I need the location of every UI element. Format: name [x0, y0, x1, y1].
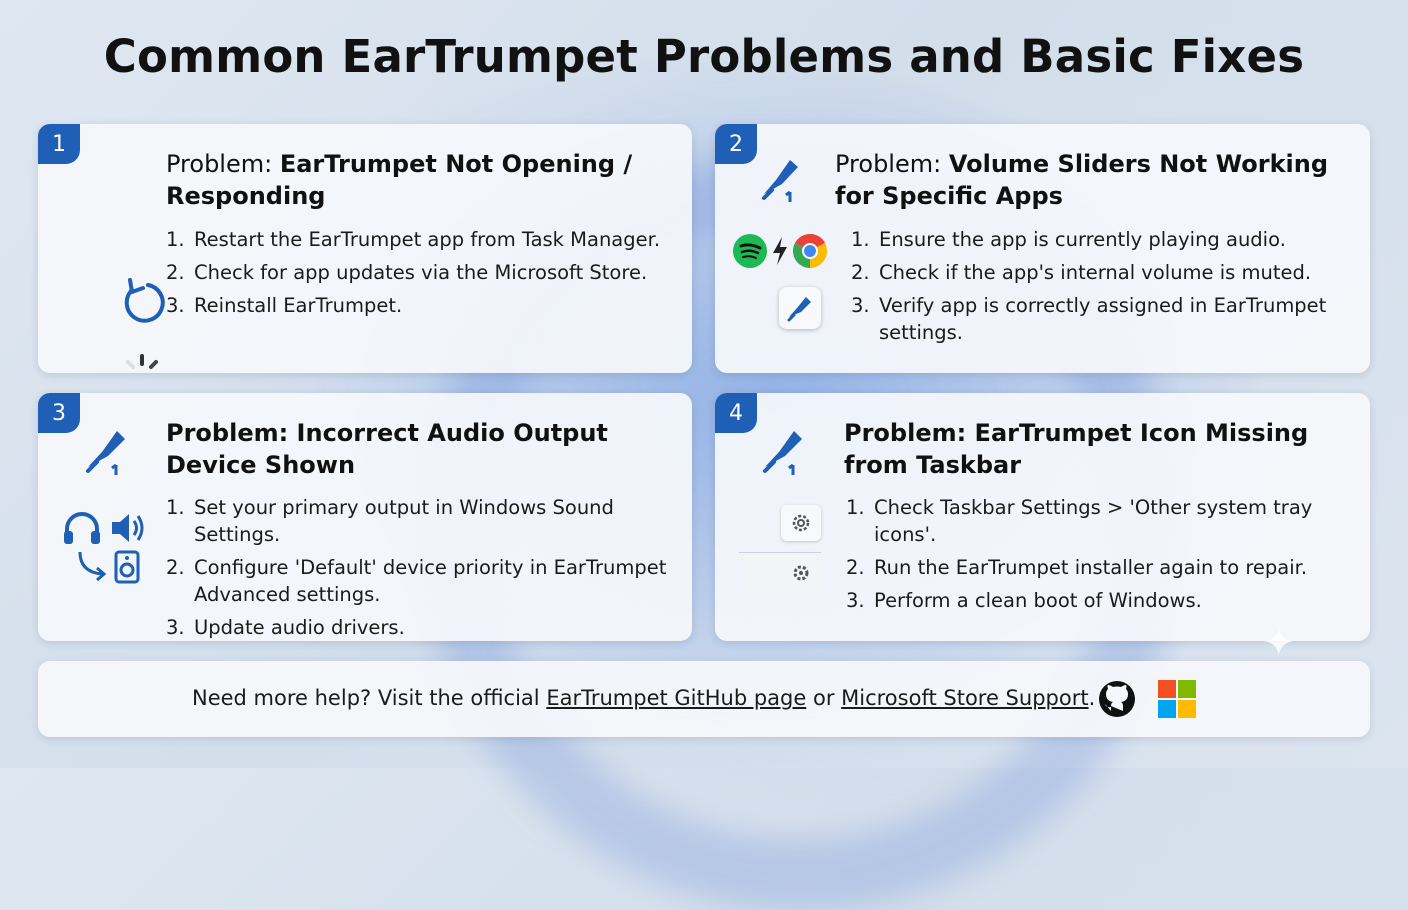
list-item: 2.Check if the app's internal volume is … [851, 261, 1312, 284]
refresh-icon [124, 278, 165, 323]
fix-list: 1.Check Taskbar Settings > 'Other system… [846, 494, 1361, 620]
card-number-badge: 3 [38, 393, 80, 433]
spotify-icon [733, 234, 767, 268]
card-title: Problem: Incorrect Audio Output Device S… [166, 417, 666, 481]
problem-card-4: 4 Problem: EarTrumpet Icon Missing from … [715, 393, 1370, 641]
eartrumpet-tray-icon [779, 287, 821, 329]
list-item: 1.Ensure the app is currently playing au… [851, 228, 1286, 251]
problem-card-3: 3 Problem: Incorrect Audio Output Device… [38, 393, 692, 641]
card-number-badge: 4 [715, 393, 757, 433]
github-page-link[interactable]: EarTrumpet GitHub page [546, 686, 807, 710]
card-number-badge: 1 [38, 124, 80, 164]
card-title: Problem: Volume Sliders Not Working for … [835, 148, 1335, 212]
list-item: 3.Verify app is correctly assigned in Ea… [851, 294, 1327, 344]
speaker-icon [112, 514, 144, 542]
list-item: 1.Check Taskbar Settings > 'Other system… [846, 496, 1313, 546]
chrome-icon [793, 234, 827, 268]
eartrumpet-icon [763, 431, 802, 475]
list-item: 1.Restart the EarTrumpet app from Task M… [166, 228, 661, 251]
problem-title: Problem: Incorrect Audio Output Device S… [166, 419, 608, 479]
loading-spinner-icon [126, 354, 158, 369]
eartrumpet-icon [762, 160, 798, 202]
eartrumpet-icon [787, 297, 811, 322]
list-item: 3.Reinstall EarTrumpet. [166, 294, 403, 317]
list-item: 2.Run the EarTrumpet installer again to … [846, 556, 1308, 579]
card-title: Problem: EarTrumpet Icon Missing from Ta… [844, 417, 1344, 481]
card-title: Problem: EarTrumpet Not Opening / Respon… [166, 148, 646, 212]
problem-title: Problem: EarTrumpet Icon Missing from Ta… [844, 419, 1309, 479]
lightning-icon [773, 237, 787, 265]
list-item: 3.Update audio drivers. [166, 616, 405, 639]
page-title: Common EarTrumpet Problems and Basic Fix… [103, 30, 1305, 83]
fix-list: 1.Set your primary output in Windows Sou… [166, 494, 681, 641]
redirect-arrow-icon [78, 551, 107, 582]
settings-gear-icon [793, 565, 809, 581]
sparkle-decoration: ✦ [1262, 620, 1296, 666]
list-item: 2.Check for app updates via the Microsof… [166, 261, 648, 284]
help-footer: Need more help? Visit the official EarTr… [38, 661, 1370, 737]
github-icon[interactable] [1098, 680, 1136, 718]
microsoft-store-support-link[interactable]: Microsoft Store Support [841, 686, 1089, 710]
problem-card-2: 2 Problem: Volume Sliders Not Working fo… [715, 124, 1370, 373]
list-item: 3.Perform a clean boot of Windows. [846, 589, 1202, 612]
speaker-box-icon [114, 550, 140, 584]
microsoft-logo-icon[interactable] [1158, 680, 1196, 718]
list-item: 2.Configure 'Default' device priority in… [166, 556, 667, 606]
eartrumpet-icon [86, 431, 125, 475]
headphones-icon [64, 512, 100, 544]
fix-list: 1.Ensure the app is currently playing au… [851, 226, 1331, 352]
settings-gear-icon [792, 514, 810, 532]
help-text: Need more help? Visit the official EarTr… [192, 686, 1096, 710]
problem-prefix: Problem: [166, 150, 280, 178]
taskbar-strip [739, 552, 821, 591]
problem-title: Volume Sliders Not Working for Specific … [835, 150, 1329, 210]
settings-tray-button[interactable] [781, 505, 821, 541]
problem-card-1: 1 Problem: EarTrumpet Not Opening / Resp… [38, 124, 692, 373]
problem-prefix: Problem: [835, 150, 949, 178]
problem-title: EarTrumpet Not Opening / Responding [166, 150, 633, 210]
fix-list: 1.Restart the EarTrumpet app from Task M… [166, 226, 676, 325]
list-item: 1.Set your primary output in Windows Sou… [166, 496, 614, 546]
card-number-badge: 2 [715, 124, 757, 164]
